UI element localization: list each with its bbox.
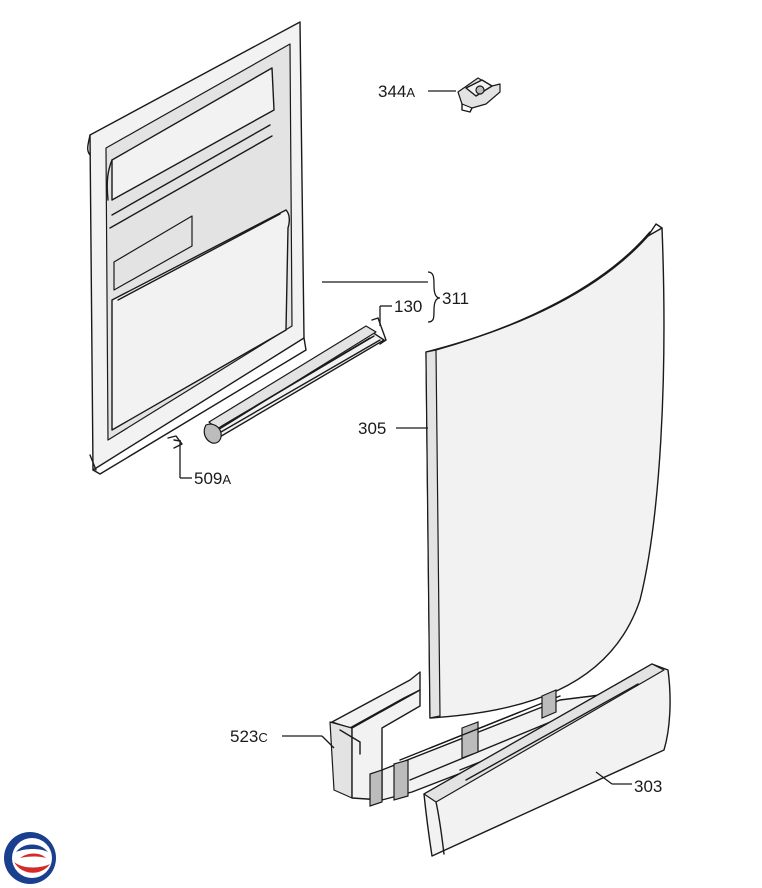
- callout-303: 303: [634, 777, 662, 796]
- spring-clip-part: [167, 435, 183, 449]
- callout-labels: 344A 311 130 305 509A 523C 303: [194, 82, 662, 796]
- outer-door-panel: [425, 223, 665, 719]
- front-control-panel: [423, 663, 671, 857]
- logo-swirl-bottom: [14, 862, 50, 873]
- logo-swirl-top: [16, 844, 48, 852]
- door-gasket: [203, 317, 387, 444]
- brand-swirl-logo: [4, 832, 56, 884]
- callout-311: 311: [442, 289, 469, 308]
- bracket-311: [427, 271, 441, 323]
- hinge-part: [457, 77, 501, 113]
- callout-130: 130: [394, 297, 422, 316]
- inner-door-panel: [87, 21, 307, 475]
- callout-523c: 523C: [230, 727, 268, 746]
- callout-509a: 509A: [194, 469, 231, 488]
- leader-lines: [179, 90, 632, 785]
- callout-344a: 344A: [378, 82, 415, 101]
- logo-swirl-middle: [20, 853, 46, 858]
- callout-305: 305: [358, 419, 386, 438]
